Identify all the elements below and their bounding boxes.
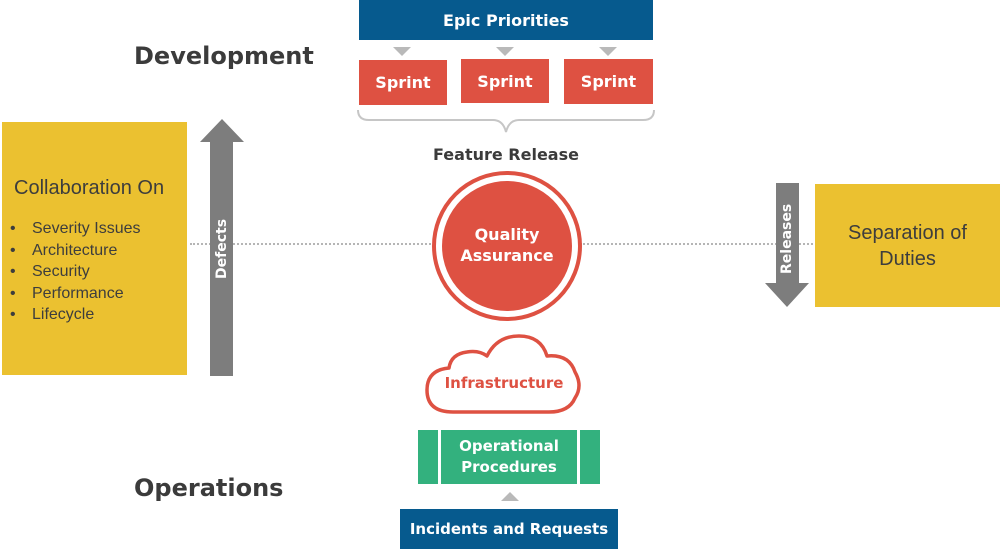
collaboration-box: Collaboration On Severity Issues Archite… (2, 122, 187, 375)
development-title: Development (134, 42, 314, 70)
sprint-box: Sprint (359, 60, 447, 105)
incidents-and-requests-label: Incidents and Requests (409, 520, 609, 538)
procedures-side-right (580, 430, 600, 484)
cloud-icon (425, 334, 581, 414)
sprint-label: Sprint (477, 71, 533, 91)
collaboration-item: Severity Issues (2, 218, 140, 240)
collaboration-list: Severity Issues Architecture Security Pe… (2, 218, 140, 326)
procedures-line1: Operational (459, 437, 559, 455)
defects-label: Defects (214, 218, 230, 279)
down-arrow-icon (599, 47, 617, 56)
separation-line1: Separation of (848, 221, 967, 244)
sprint-label: Sprint (580, 72, 637, 91)
quality-assurance-label: Quality Assurance (431, 224, 583, 266)
quality-assurance-circle (432, 171, 582, 321)
operations-title: Operations (134, 474, 284, 502)
incidents-and-requests-box: Incidents and Requests (400, 509, 618, 549)
dotted-connector-right (580, 243, 820, 245)
up-arrow-icon (501, 492, 519, 501)
procedures-side-left (418, 430, 438, 484)
qa-line1: Quality (474, 225, 540, 244)
separation-line2: Duties (879, 247, 936, 270)
sprint-label: Sprint (375, 73, 431, 92)
collaboration-item: Lifecycle (2, 304, 140, 326)
qa-line2: Assurance (460, 246, 554, 265)
separation-of-duties-box: Separation of Duties (815, 184, 1000, 307)
curly-brace (357, 109, 655, 133)
releases-arrow-icon (765, 183, 809, 307)
down-arrow-icon (393, 47, 411, 56)
collaboration-item: Security (2, 261, 140, 283)
dotted-connector-left (190, 243, 435, 245)
operational-procedures-box: Operational Procedures (441, 430, 577, 484)
collaboration-item: Performance (2, 283, 140, 305)
sprint-box: Sprint (461, 59, 549, 103)
defects-arrow-icon (200, 119, 244, 376)
feature-release-label: Feature Release (433, 145, 579, 164)
down-arrow-icon (496, 47, 514, 56)
infrastructure-label: Infrastructure (444, 374, 564, 392)
collaboration-item: Architecture (2, 240, 140, 262)
sprint-box: Sprint (564, 59, 653, 104)
releases-label: Releases (779, 203, 795, 274)
collaboration-title: Collaboration On (14, 177, 165, 199)
epic-priorities-box: Epic Priorities (359, 0, 653, 40)
procedures-line2: Procedures (461, 458, 557, 476)
epic-priorities-label: Epic Priorities (443, 10, 569, 30)
